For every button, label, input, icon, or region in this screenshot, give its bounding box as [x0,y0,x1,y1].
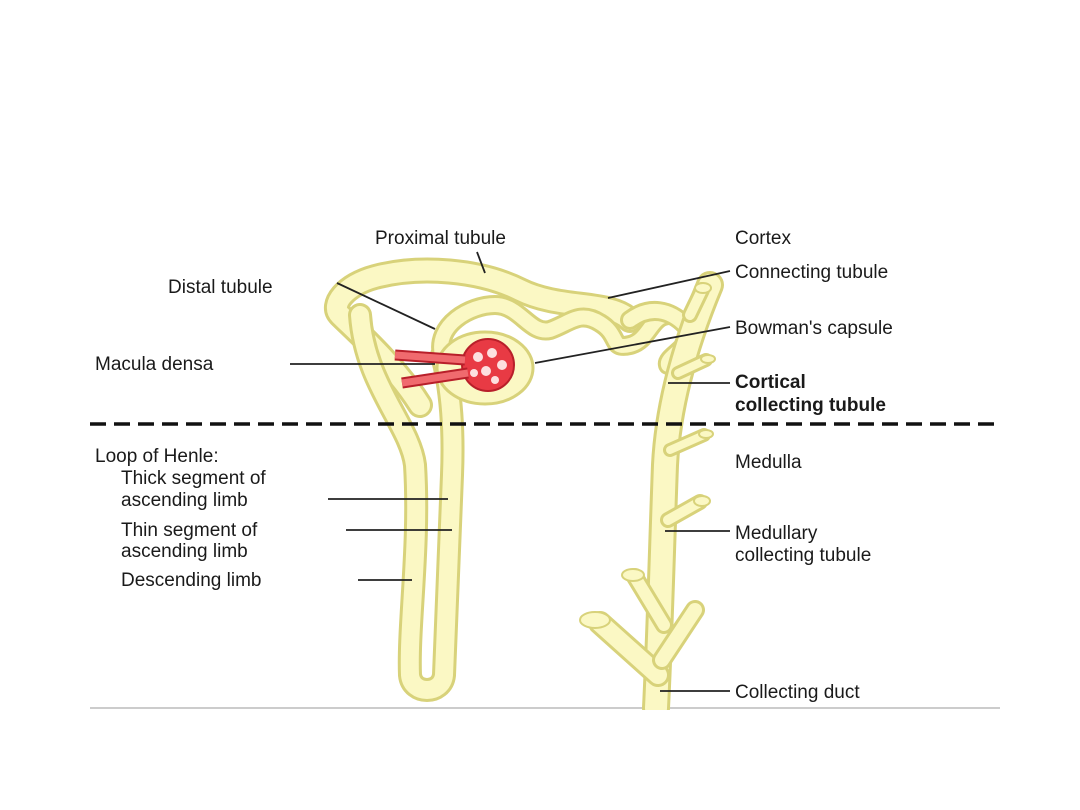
label-macula-densa: Macula densa [95,354,214,375]
label-collecting-duct: Collecting duct [735,682,860,703]
label-loop-of-henle: Loop of Henle: [95,446,219,467]
label-descending-limb: Descending limb [121,570,261,591]
labels: Proximal tubule Distal tubule Macula den… [95,228,893,703]
label-thin-segment-line1: Thin segment of [121,520,258,541]
label-cortical-collecting-line2: collecting tubule [735,395,886,416]
bowmans-capsule [435,330,535,406]
label-bowmans-capsule: Bowman's capsule [735,318,893,339]
label-connecting-tubule: Connecting tubule [735,262,888,283]
label-cortex: Cortex [735,228,791,249]
label-thick-segment-line2: ascending limb [121,490,248,511]
leader-bowmans-capsule [534,326,731,364]
collecting-duct [579,271,724,710]
leader-distal-tubule [336,282,436,330]
label-thin-segment-line2: ascending limb [121,541,248,562]
leader-connecting-tubule [607,270,731,299]
leader-lines [290,251,731,692]
label-medullary-collecting-line1: Medullary [735,523,818,544]
label-cortical-collecting-line1: Cortical [735,372,806,393]
label-medullary-collecting-line2: collecting tubule [735,545,871,566]
label-medulla: Medulla [735,452,802,473]
leader-proximal-tubule [476,251,486,274]
label-distal-tubule: Distal tubule [168,277,273,298]
label-thick-segment-line1: Thick segment of [121,468,266,489]
nephron-diagram: Proximal tubule Distal tubule Macula den… [90,228,1000,710]
arterioles [394,349,469,389]
label-proximal-tubule: Proximal tubule [375,228,506,249]
nephron-tubule [324,257,699,702]
nephron-figure: Proximal tubule Distal tubule Macula den… [90,205,1000,710]
